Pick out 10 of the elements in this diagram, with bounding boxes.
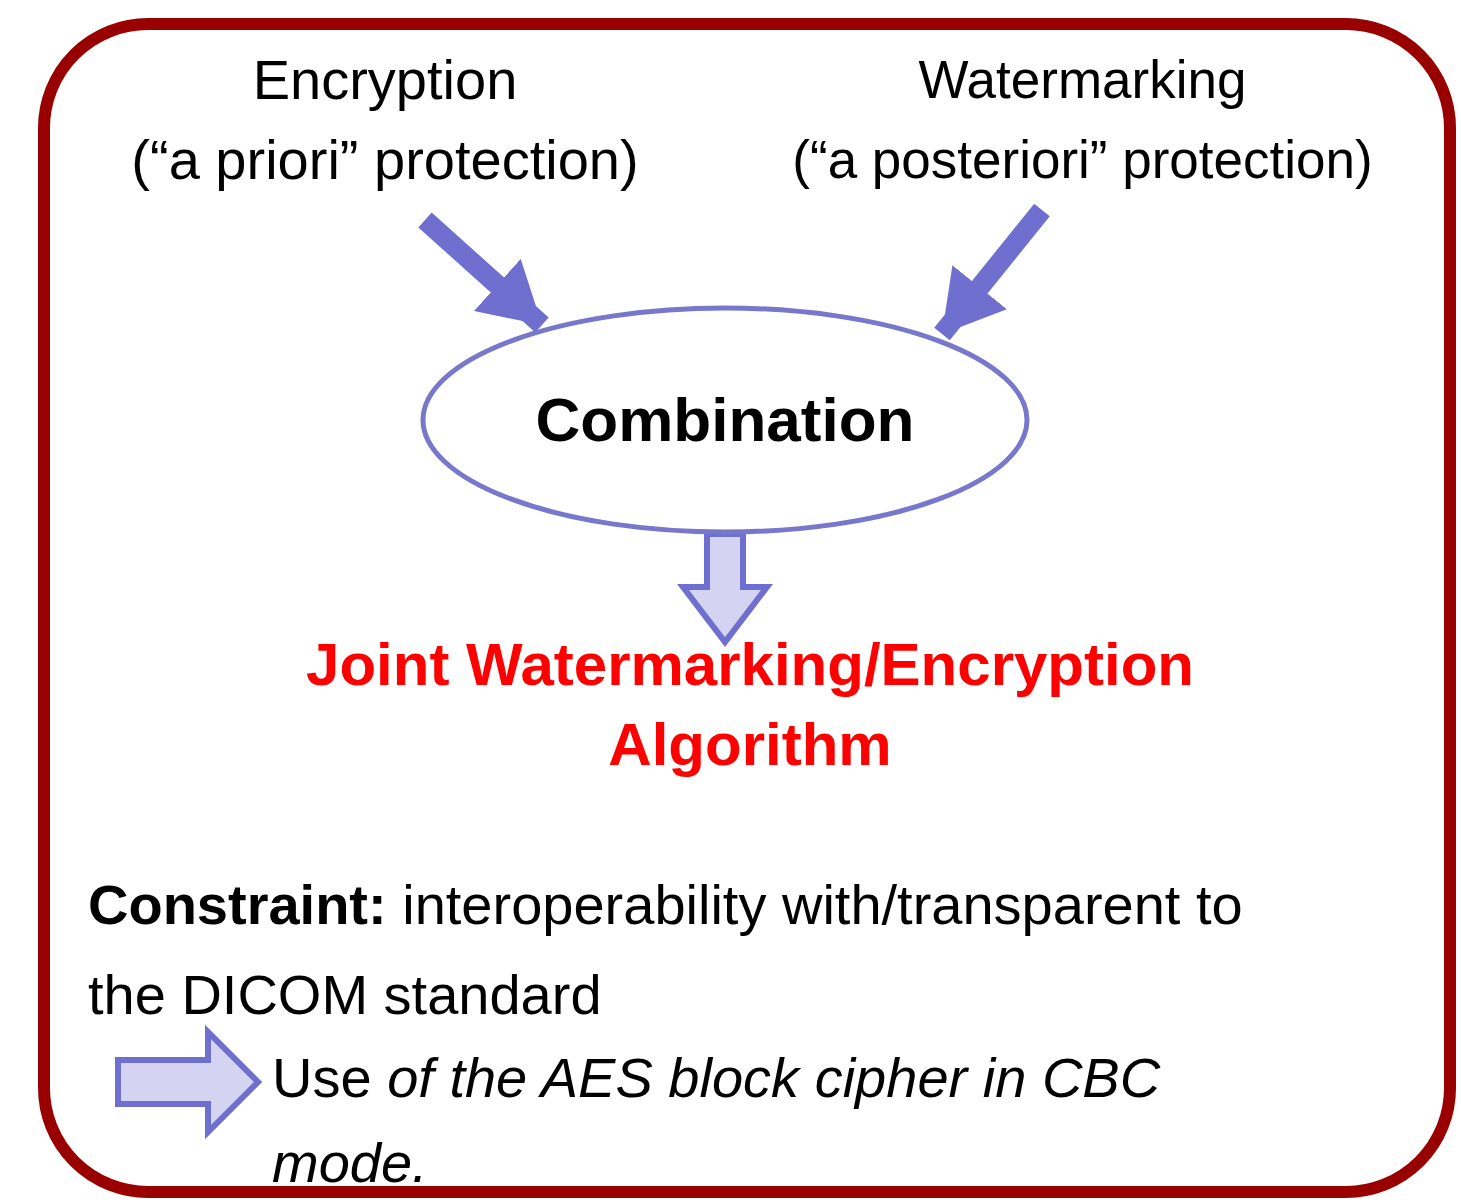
text-label: Watermarking (“a posteriori” protection) xyxy=(715,40,1450,200)
ellipse-node: Combination xyxy=(420,305,1030,535)
rounded-frame xyxy=(38,18,1456,1198)
text-label: Encryption (“a priori” protection) xyxy=(70,40,700,200)
block-arrow xyxy=(676,531,774,647)
arrow xyxy=(934,203,1050,341)
text-label: Use of the AES block cipher in CBC mode. xyxy=(272,1035,1302,1200)
arrow xyxy=(418,212,549,333)
result-text: Joint Watermarking/Encryption Algorithm xyxy=(200,625,1300,785)
block-arrow xyxy=(115,1024,263,1140)
